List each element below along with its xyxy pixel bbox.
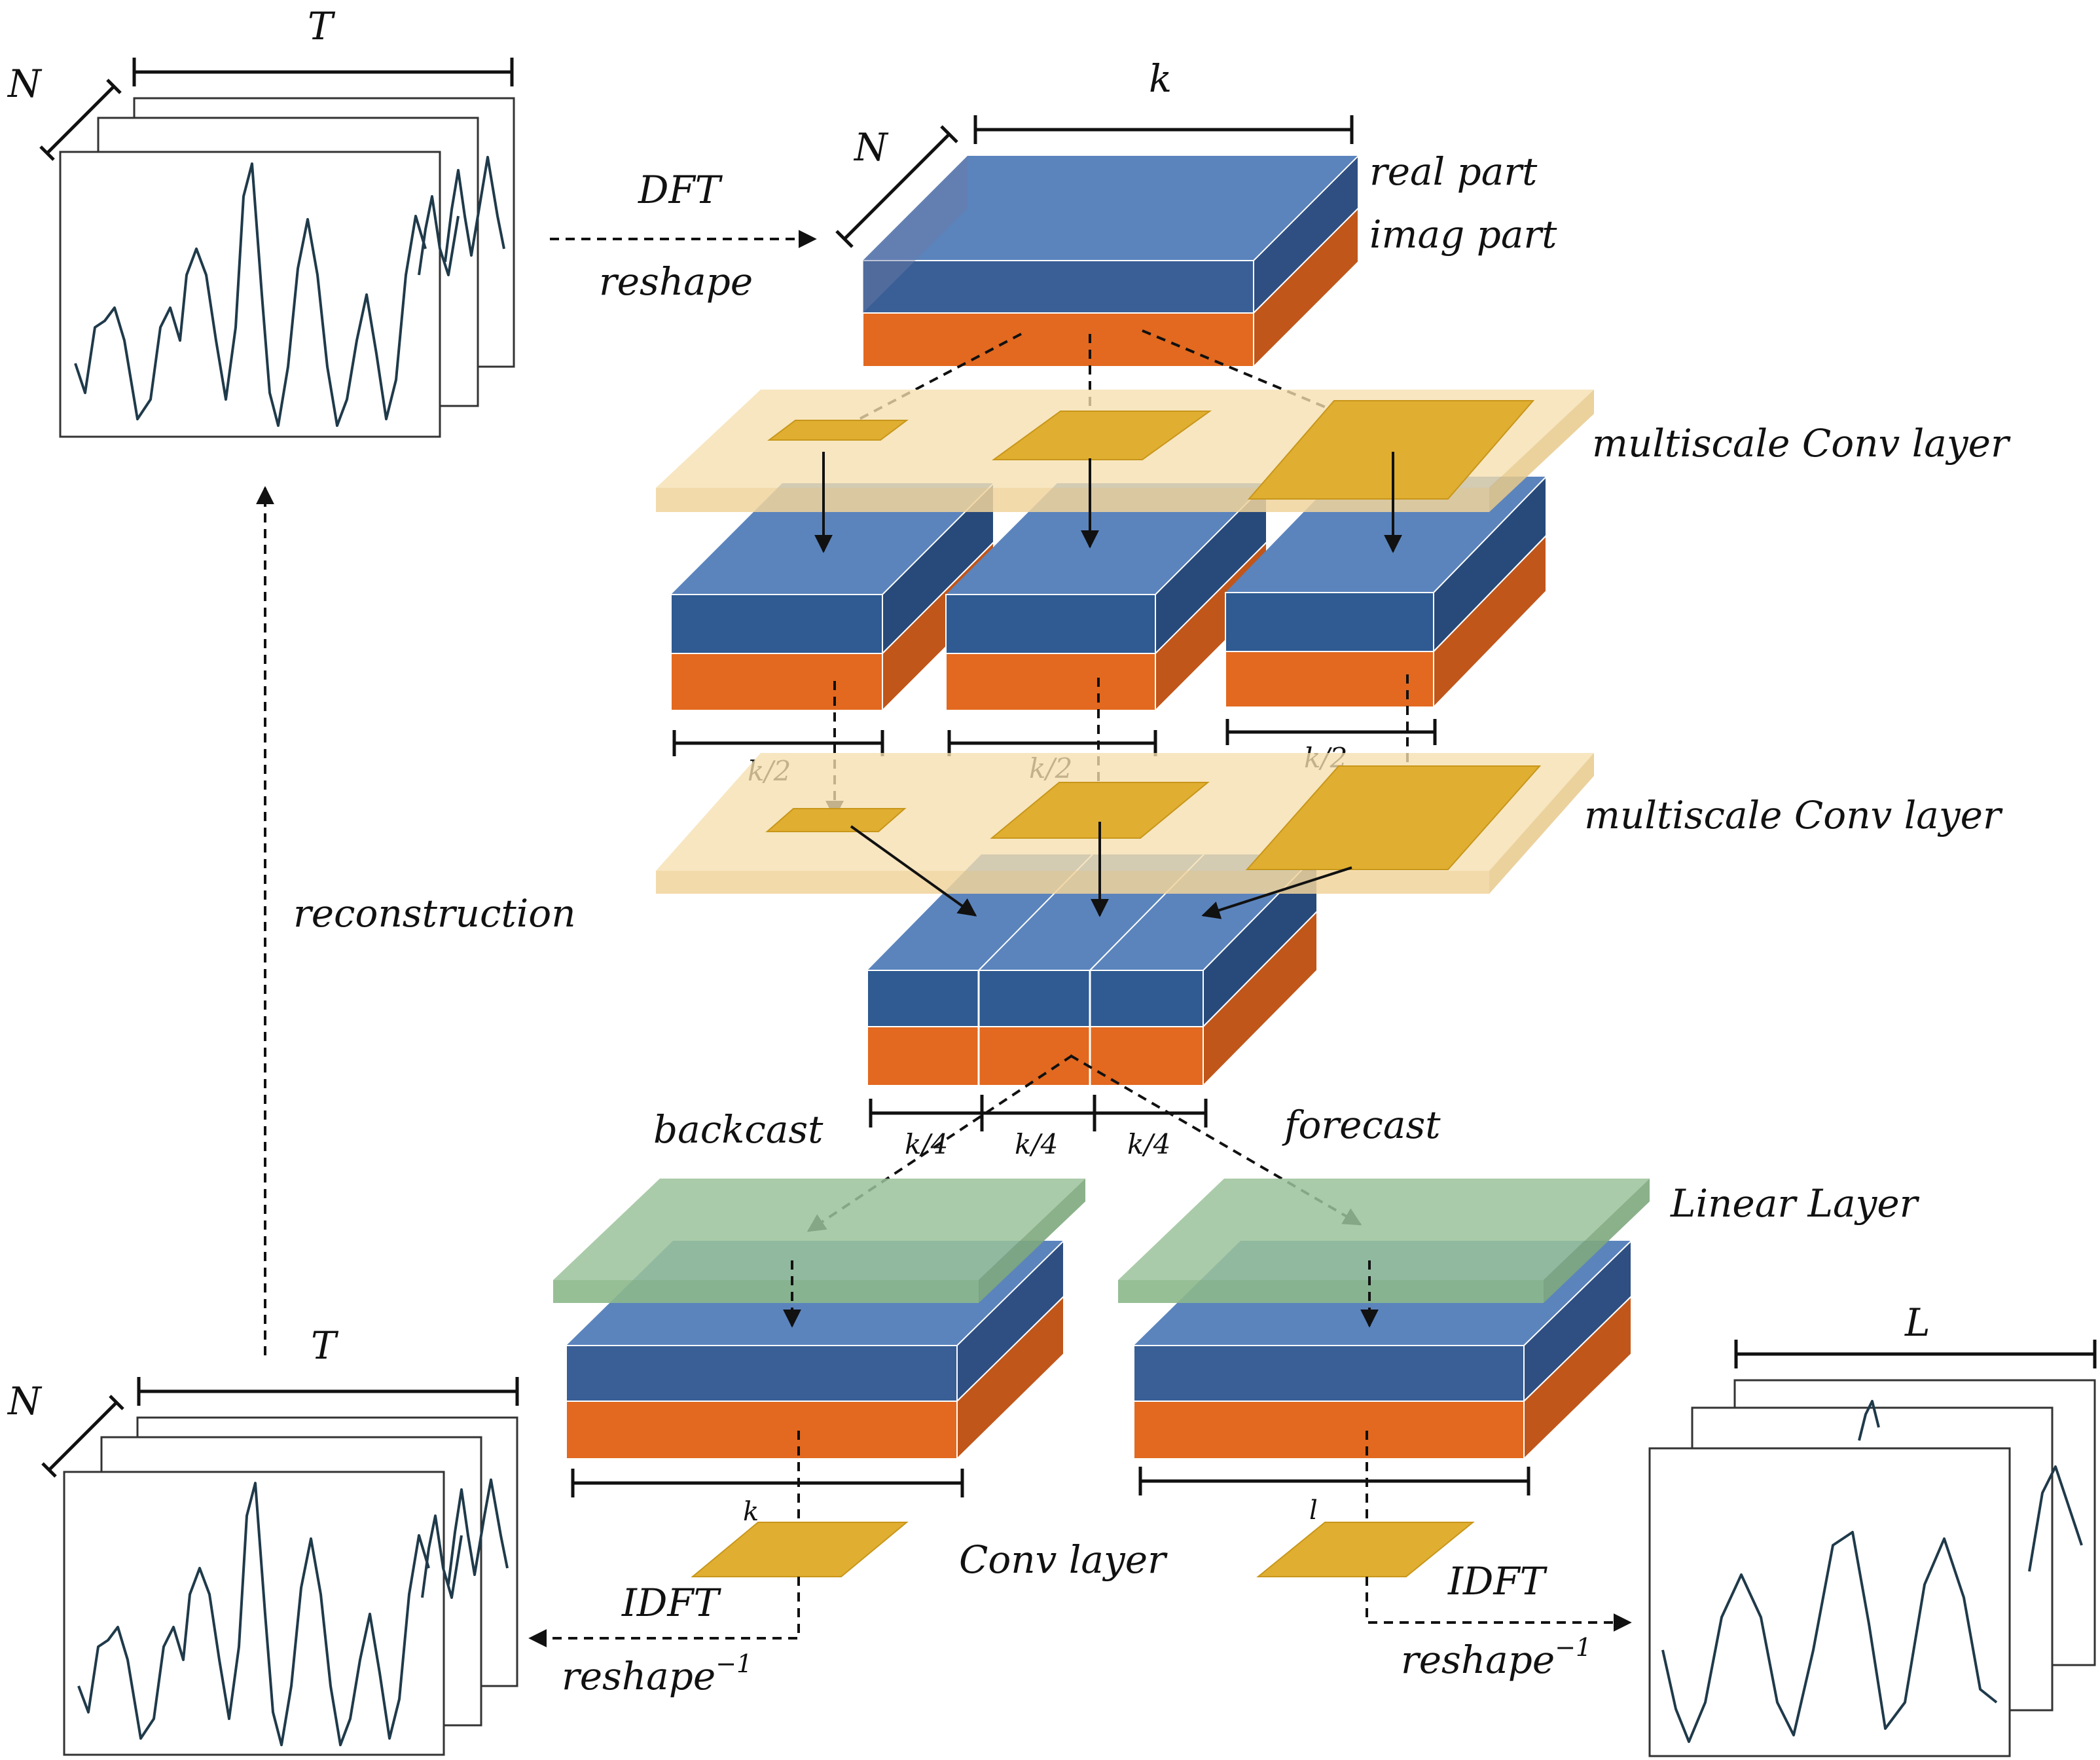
conv1-plane-side (1489, 390, 1594, 512)
k-quarter-label-2: k/4 (1015, 1128, 1058, 1160)
backcast-linear-plane-side (979, 1179, 1085, 1303)
arrow-to-forecast (1069, 1054, 1362, 1226)
conv1-kernel-small (767, 420, 909, 441)
recon-trace-back (447, 1478, 509, 1585)
tensor-imag-front (862, 312, 1254, 367)
dft-label: DFT (638, 168, 723, 212)
conv2-plane-front (656, 871, 1489, 894)
forecast-frame-front (1648, 1447, 2011, 1757)
forecast-l-label: l (1309, 1495, 1318, 1526)
idft-label-backcast: IDFT (621, 1581, 722, 1625)
multiscale-conv-label-2: multiscale Conv layer (1584, 793, 2003, 837)
conv1-kernel-large (1247, 400, 1535, 500)
signal-trace-back (444, 156, 505, 263)
conv1-kernel-medium (991, 411, 1212, 460)
forecast-linear-plane-side (1544, 1179, 1650, 1303)
dft-arrow-group: DFT reshape (550, 168, 817, 304)
forecast-branch: l IDFT reshape−1 (1118, 1179, 1650, 1682)
reshape-inv-label-forecast: reshape−1 (1401, 1633, 1591, 1682)
n-label-input: N (7, 62, 43, 106)
conv2-kernel-large (1245, 765, 1542, 870)
backcast-k-label: k (743, 1497, 759, 1527)
l-label: L (1904, 1300, 1930, 1345)
forecast-trace-front (1661, 1531, 1998, 1743)
forecast-conv-kernel (1256, 1522, 1475, 1577)
tensor-top-face (863, 156, 1358, 261)
reconstructed-signal-stack: N T (7, 1323, 519, 1756)
t-label-input: T (308, 4, 336, 48)
n-dimension-bracket (46, 85, 115, 155)
forecast-trace-mid (1858, 1400, 1880, 1441)
k-quarter-label-1: k/4 (905, 1128, 948, 1160)
n-bracket-tick-a (39, 145, 55, 161)
k-label: k (1149, 56, 1172, 101)
n-tensor-bracket (843, 133, 950, 240)
reshape-label: reshape (599, 259, 753, 304)
forecast-signal-stack: L (1648, 1300, 2097, 1757)
idft-label-forecast: IDFT (1447, 1559, 1548, 1604)
imag-part-label: imag part (1369, 212, 1557, 257)
forecast-output-arrow (1366, 1577, 1632, 1632)
recon-frame-front (63, 1471, 445, 1756)
backcast-branch: k IDFT reshape−1 (528, 1179, 1085, 1698)
signal-frame-front (59, 151, 441, 438)
forecast-trace-back (2028, 1465, 2083, 1572)
backcast-linear-plane-front (553, 1280, 979, 1303)
frequency-tensor: k N real part imag part (835, 56, 1557, 369)
conv2-kernel-medium (990, 782, 1210, 839)
input-signal-stack: N T (7, 4, 515, 438)
linear-layer-label: Linear Layer (1670, 1181, 1920, 1226)
backcast-output-arrow (528, 1577, 800, 1647)
signal-trace-front (74, 162, 427, 427)
n-label-tensor: N (853, 125, 889, 170)
k-quarter-label-3: k/4 (1127, 1128, 1170, 1160)
conv2-kernel-small (765, 808, 907, 832)
t-label-recon: T (311, 1323, 339, 1368)
arrow-to-backcast (806, 1054, 1074, 1232)
kernel-to-block-arrows (814, 452, 1402, 553)
multiscale-conv-layer-1: multiscale Conv layer (656, 390, 2011, 712)
recon-trace-mid (421, 1514, 463, 1599)
n-tensor-tick-b (940, 125, 958, 143)
multiscale-conv-label-1: multiscale Conv layer (1592, 421, 2011, 466)
n-label-recon: N (7, 1379, 43, 1423)
real-part-label: real part (1369, 149, 1538, 194)
reshape-inv-label-backcast: reshape−1 (562, 1649, 752, 1698)
split-arrows (806, 1054, 1362, 1232)
tensor-imag-side (1253, 206, 1359, 369)
backcast-linear-plane-top (553, 1179, 1085, 1280)
conv2-plane-side (1489, 753, 1594, 894)
n-tensor-tick-a (835, 230, 854, 248)
tensor-real-front (862, 260, 1254, 314)
forecast-linear-plane-top (1118, 1179, 1650, 1280)
recon-trace-front (77, 1482, 430, 1746)
backcast-label: backcast (653, 1107, 824, 1152)
conv-layer-label: Conv layer (959, 1537, 1168, 1582)
reconstruction-label: reconstruction (293, 891, 576, 936)
n-bracket-tick-b (106, 79, 122, 94)
signal-trace-mid (418, 195, 460, 276)
backcast-conv-kernel (691, 1522, 909, 1577)
forecast-linear-plane-front (1118, 1280, 1544, 1303)
k-quarter-brackets: k/4 k/4 k/4 (869, 1095, 1208, 1160)
tensor-inner-shade (863, 156, 968, 313)
forecast-label: forecast (1282, 1103, 1441, 1147)
multiscale-conv-layer-2: multiscale Conv layer (656, 753, 2003, 1088)
kernel2-to-merged-arrows (850, 822, 1352, 919)
